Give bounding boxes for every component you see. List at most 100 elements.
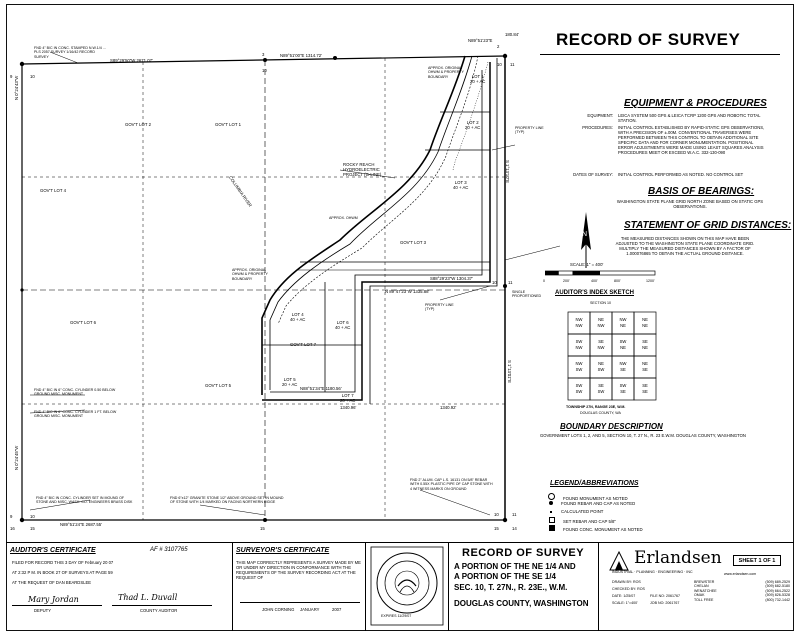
index-cell-label: NE [598, 317, 604, 322]
corner-label-10b: 10 [262, 68, 267, 73]
corner-monument-ne1 [333, 56, 337, 60]
corner-monument-nw [19, 61, 25, 67]
index-cell-label: SW [576, 383, 583, 388]
label-gov-lot-1: GOV'T LOT 1 [215, 122, 241, 127]
note-leader-1 [49, 51, 79, 64]
deputy-sig-line [12, 605, 102, 606]
office-list: BREWSTER(509) 689-2529 CHELAN(509) 682-5… [694, 580, 790, 602]
corner-label-10d: 10 [30, 514, 35, 519]
bearings-text: WASHINGTON STATE PLANE GRID NORTH ZONE B… [616, 199, 764, 209]
office-row: OMAK(509) 826-5328 [694, 593, 790, 598]
page-title: RECORD OF SURVEY [556, 30, 741, 49]
corner-monument-s [263, 518, 267, 522]
corner-label-10e: 10 [494, 512, 499, 517]
scale-tick-800: 800' [614, 279, 621, 283]
corner-label-10: 10 [30, 74, 35, 79]
bearing-top-b: N89°51'00"E 1314.72' [280, 53, 322, 58]
found-conc-monument-icon [549, 525, 555, 531]
bearings-heading: BASIS OF BEARINGS: [648, 186, 755, 197]
index-cell-label: SE [642, 383, 648, 388]
corner-label-3: 3 [262, 52, 265, 57]
surveyor-year: 2007 [332, 607, 342, 612]
record-date: DATE: 1/25/07 [612, 594, 636, 598]
index-cell-label: NE [642, 317, 648, 322]
index-cell-label: NW [576, 361, 583, 366]
note-approx-ohwm-2: APPROX. OHWM [329, 216, 358, 220]
legend-item: FOUND MONUMENT AS NOTED [563, 496, 628, 501]
index-cell-label: SE [642, 389, 648, 394]
calculated-point-icon [550, 511, 552, 513]
set-rebar-icon [549, 517, 555, 523]
index-cell-label: NE [620, 323, 626, 328]
index-cell-label: SW [598, 367, 605, 372]
corner-label-15b: 15 [260, 526, 265, 531]
index-cell-label: SE [598, 339, 604, 344]
surveyor-name: JOHN CORNING [262, 607, 295, 612]
scale-bar [545, 270, 656, 276]
note-leader-8 [339, 169, 396, 179]
index-cell-label: SE [642, 367, 648, 372]
checked-by: CHECKED BY: ROS [612, 587, 645, 591]
corner-label-11b: 11 [512, 512, 517, 517]
corner-label-14: 14 [512, 526, 517, 531]
label-gov-lot-2: GOV'T LOT 2 [125, 122, 151, 127]
bearing-left-b: N 0°24'45"W [14, 445, 19, 470]
dates-key: DATES OF SURVEY: [573, 172, 613, 177]
index-cell-label: SE [620, 389, 626, 394]
index-cell-label: SW [576, 367, 583, 372]
index-cell-label: NW [576, 323, 583, 328]
lot-boundary-inner [270, 70, 483, 393]
lot-boundary-outer-2 [369, 58, 498, 404]
note-bottom-middle: FND 6"x12" GRANITE STONE 1/2" ABOVE GROU… [170, 496, 284, 505]
record-title: RECORD OF SURVEY [462, 547, 585, 559]
company-website: www.erlandsen.com [724, 572, 757, 576]
note-leader-9 [491, 144, 516, 151]
deputy-signature: Mary Jordan [28, 595, 79, 604]
note-top-left: FND 4" B/C IN CONC. STAMPED N.W.1/4 ... … [34, 46, 106, 59]
scale-tick-1200: 1200' [646, 279, 655, 283]
surveyor-date: JANUARY [300, 607, 320, 612]
title-block-top-border [6, 542, 794, 543]
bearing-mid-e: N88°51'34"E 1180.56' [300, 386, 342, 391]
auditor-signature: Thad L. Duvall [118, 593, 178, 602]
index-cell-label: SE [620, 367, 626, 372]
corner-monument-ne [502, 53, 508, 59]
bearing-leader [504, 245, 561, 261]
corner-label-16: 16 [10, 526, 15, 531]
corner-label-10f: 10 [492, 280, 497, 285]
river-edge-2 [452, 61, 489, 171]
bearing-top-a: S89°29'50"W 2671.07' [110, 58, 153, 63]
surveyor-sig-line [240, 602, 360, 603]
note-leader-4 [29, 499, 91, 511]
note-bottom-right: FND 2" ALUM. CAP L.S. 16131 ON 5/8" REBA… [410, 478, 493, 491]
bearing-right-b: S 1°13'01"E [507, 360, 512, 383]
north-arrow-icon: N [581, 212, 591, 268]
bearing-top-d: 180.84' [505, 32, 519, 37]
record-line-3: SEC. 10, T. 27N., R. 23E., W.M. [454, 583, 568, 592]
corner-label-9b: 9 [10, 514, 13, 519]
index-cell-label: NE [620, 345, 626, 350]
corner-label-11: 11 [510, 62, 515, 67]
file-number: FILE NO: 2061767 [650, 594, 680, 598]
job-number: JOB NO: 2061767 [650, 601, 680, 605]
corner-label-11c: 11 [508, 280, 513, 285]
label-gov-lot-3: GOV'T LOT 3 [400, 240, 426, 245]
index-cell-label: NE [598, 361, 604, 366]
index-cell-label: SE [598, 383, 604, 388]
index-cell-label: NW [620, 317, 627, 322]
office-row: BREWSTER(509) 689-2529 [694, 580, 790, 584]
seal-expires: EXPIRES 11/29/07 [381, 614, 412, 618]
bearing-mid-a: N 89°47'23"W 1335.88' [385, 289, 430, 294]
equipment-key: EQUIPMENT: [587, 113, 613, 118]
index-cell-label: NE [642, 361, 648, 366]
note-leader-7 [439, 285, 491, 301]
erlandsen-logo-icon [609, 550, 629, 571]
county-auditor-label: COUNTY AUDITOR [140, 608, 178, 613]
label-rocky-reach: ROCKY REACH HYDROELECTRIC PROJECT (G-LIN… [343, 162, 382, 177]
deputy-label: DEPUTY [34, 608, 51, 613]
